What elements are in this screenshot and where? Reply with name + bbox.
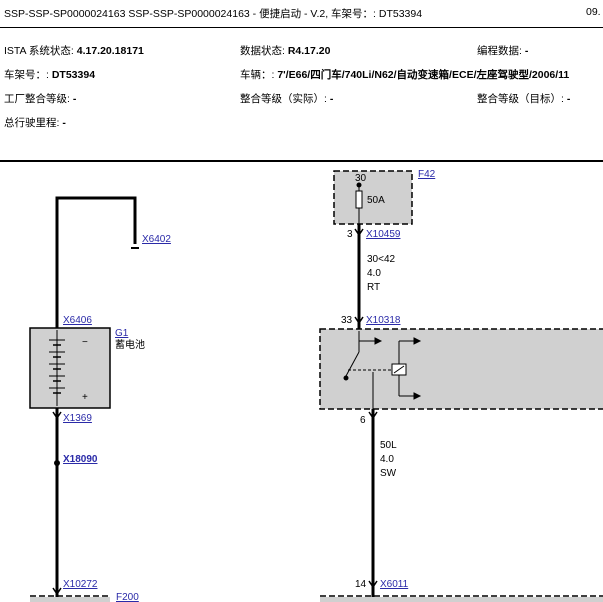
x6011-link[interactable]: X6011 (380, 579, 409, 590)
vehicle: 车辆：: 7'/E66/四门车/740Li/N62/自动变速箱/ECE/左座驾驶… (240, 67, 569, 82)
wire1-color: RT (367, 282, 380, 293)
x10318-pin-mark (354, 316, 364, 325)
battery-label: 蓄电池 (115, 338, 145, 351)
x1369-pin-mark (52, 411, 62, 420)
wire2-color: SW (380, 468, 397, 479)
data-status: 数据状态: R4.17.20 (240, 43, 330, 58)
battery-g1-box (29, 327, 111, 409)
programming-data-value: - (524, 45, 529, 57)
fuse-rating: 50A (367, 195, 385, 206)
fuse-f42-box (333, 170, 413, 225)
factory-level-label: 工厂整合等级: (4, 93, 73, 105)
ista-status-value: 4.17.20.18171 (76, 45, 144, 57)
pin-33: 33 (341, 315, 353, 326)
x10272-link[interactable]: X10272 (63, 579, 98, 590)
target-level-value: - (566, 93, 571, 105)
programming-data-label: 编程数据: (477, 45, 525, 57)
total-mileage: 总行驶里程: - (4, 115, 66, 130)
f200-box (30, 597, 110, 602)
f42-link[interactable]: F42 (418, 169, 436, 180)
document-title: SSP-SSP-SP0000024163 SSP-SSP-SP000002416… (4, 8, 423, 20)
g1-link[interactable]: G1 (115, 328, 129, 339)
vin: 车架号：: DT53394 (4, 67, 95, 82)
fuse-icon (355, 190, 363, 209)
vehicle-label: 车辆：: (240, 69, 278, 81)
relay-control-box (319, 328, 603, 410)
wire2-size: 4.0 (380, 454, 394, 465)
page-number: 09. (586, 6, 601, 18)
header-rule (0, 27, 603, 28)
wire2-circuit: 50L (380, 440, 397, 451)
info-rule (0, 160, 603, 162)
pin6-mark (368, 411, 378, 420)
x18090-splice-dot (54, 460, 60, 466)
bottom-box (320, 597, 603, 602)
battery-plus-sign: + (82, 392, 88, 403)
target-level-label: 整合等级（目标）: (477, 93, 567, 105)
vin-label: 车架号：: (4, 69, 52, 81)
actual-level-label: 整合等级（实际）: (240, 93, 330, 105)
fuse-pin-30: 30 (355, 173, 367, 184)
relay-switch-icon (343, 331, 422, 409)
actual-integration-level: 整合等级（实际）: - (240, 91, 333, 106)
x6402-link[interactable]: X6402 (142, 234, 171, 245)
ista-status: ISTA 系统状态: 4.17.20.18171 (4, 43, 144, 58)
battery-cells-icon (49, 330, 65, 406)
ista-status-label: ISTA 系统状态: (4, 45, 77, 57)
x18090-link[interactable]: X18090 (63, 454, 98, 465)
programming-data: 编程数据: - (477, 43, 528, 58)
x10272-pin-mark (52, 587, 62, 596)
pin-6: 6 (360, 415, 366, 426)
x1369-link[interactable]: X1369 (63, 413, 92, 424)
mileage-value: - (62, 117, 66, 129)
x10318-link[interactable]: X10318 (366, 315, 401, 326)
target-integration-level: 整合等级（目标）: - (477, 91, 570, 106)
battery-minus-sign: − (82, 337, 88, 348)
battery-positive-wire (55, 196, 137, 328)
f200-link[interactable]: F200 (116, 592, 139, 602)
pin-14: 14 (355, 579, 367, 590)
vehicle-value: 7'/E66/四门车/740Li/N62/自动变速箱/ECE/左座驾驶型/200… (277, 69, 570, 81)
actual-level-value: - (329, 93, 334, 105)
x6406-link[interactable]: X6406 (63, 315, 92, 326)
wire1-circuit: 30<42 (367, 254, 396, 265)
wire1-size: 4.0 (367, 268, 381, 279)
factory-level-value: - (72, 93, 77, 105)
vin-value: DT53394 (51, 69, 96, 81)
mileage-label: 总行驶里程: (4, 117, 63, 129)
x10459-link[interactable]: X10459 (366, 229, 401, 240)
data-status-label: 数据状态: (240, 45, 288, 57)
data-status-value: R4.17.20 (287, 45, 331, 57)
x6011-pin-mark (368, 580, 378, 589)
factory-integration-level: 工厂整合等级: - (4, 91, 76, 106)
pin-3: 3 (347, 229, 353, 240)
